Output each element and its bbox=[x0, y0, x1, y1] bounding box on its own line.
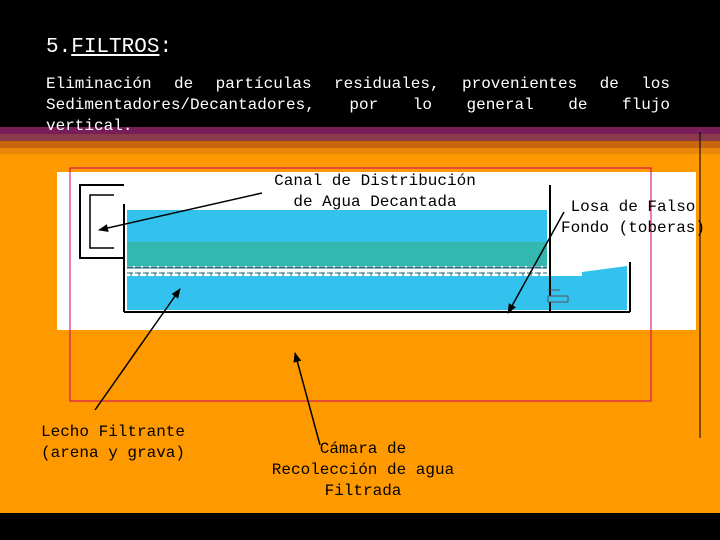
divider-stripe bbox=[0, 141, 720, 148]
arrow-lecho bbox=[94, 288, 181, 411]
slide-description: Eliminación de partículas residuales, pr… bbox=[46, 74, 670, 137]
false-floor-slab bbox=[127, 266, 547, 274]
filter-bed bbox=[127, 242, 547, 266]
footer-bar bbox=[0, 513, 720, 540]
description-line: Eliminación de partículas residuales, pr… bbox=[46, 75, 670, 93]
diagram-outline bbox=[69, 167, 652, 402]
divider-stripe bbox=[0, 148, 720, 154]
arrow-losa bbox=[507, 211, 565, 314]
slide-title: 5.FILTROS: bbox=[46, 36, 173, 59]
distribution-channel bbox=[79, 184, 124, 259]
description-line: vertical. bbox=[46, 117, 133, 135]
divider-stripe bbox=[0, 134, 720, 141]
header-bar bbox=[0, 0, 720, 127]
arrow-camara bbox=[293, 352, 321, 446]
outlet-valve bbox=[547, 289, 569, 303]
divider-stripe bbox=[0, 127, 720, 134]
description-line: Sedimentadores/Decantadores, por lo gene… bbox=[46, 96, 670, 114]
arrow-canal bbox=[98, 192, 263, 232]
filtered-water-chamber bbox=[127, 276, 547, 310]
water-supernatant bbox=[127, 210, 547, 242]
label-lecho: Lecho Filtrante(arena y grava) bbox=[40, 423, 186, 462]
filter-tank-walls bbox=[123, 185, 631, 313]
